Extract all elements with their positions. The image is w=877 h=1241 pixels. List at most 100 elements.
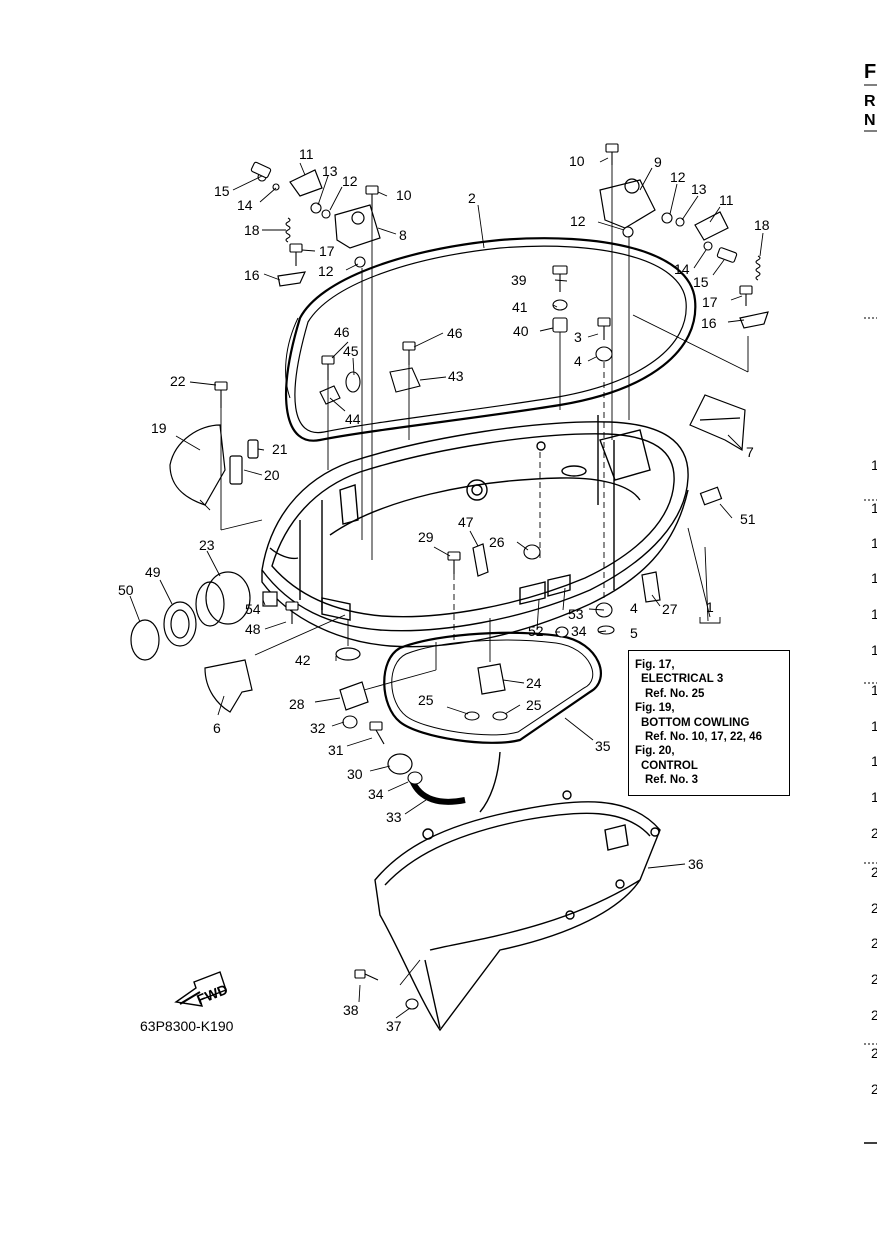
margin-mark: 1 [871,606,877,622]
page-header-fragment: F R N [864,61,877,1144]
ref-line: Ref. No. 3 [645,774,699,787]
part-label-18a: 18 [244,222,260,238]
part-label-13b: 13 [691,181,707,197]
apron-cover [374,751,661,1032]
part-label-4a: 4 [574,353,582,369]
part-label-16b: 16 [701,315,717,331]
part-label-9: 9 [654,154,662,170]
part-label-20: 20 [264,467,280,483]
part-label-18b: 18 [754,217,770,233]
reference-box: Fig. 17, ELECTRICAL 3 Ref. No. 25 Fig. 1… [628,650,790,796]
part-label-17a: 17 [319,243,335,259]
part-label-28: 28 [289,696,305,712]
part-label-24: 24 [526,675,542,691]
margin-mark: 1 [871,570,877,586]
part-label-46b: 46 [447,325,463,341]
margin-mark: 1 [871,753,877,769]
diagram-code: 63P8300-K190 [140,1018,234,1034]
part-label-13a: 13 [322,163,338,179]
part-label-35: 35 [595,738,611,754]
margin-mark: 2 [871,935,877,951]
part-label-4b: 4 [630,600,638,616]
ref-line: Ref. No. 25 [645,687,705,700]
leader-lines [129,157,764,1019]
part-label-48: 48 [245,621,261,637]
part-label-41: 41 [512,299,528,315]
small-parts [130,169,769,805]
part-label-19: 19 [151,420,167,436]
part-label-53: 53 [568,606,584,622]
part-label-47: 47 [458,514,474,530]
part-label-21: 21 [272,441,288,457]
part-label-37: 37 [386,1018,402,1034]
margin-mark: 2 [871,1045,877,1061]
part-label-45: 45 [343,343,359,359]
part-label-8: 8 [399,227,407,243]
part-label-15b: 15 [693,274,709,290]
part-label-7: 7 [746,444,754,460]
margin-mark: 1 [871,535,877,551]
part-label-29: 29 [418,529,434,545]
margin-mark: 2 [871,1081,877,1097]
margin-mark: 2 [871,1007,877,1023]
part-label-42: 42 [295,652,311,668]
part-label-12c: 12 [670,169,686,185]
margin-mark: 1 [871,718,877,734]
part-label-31: 31 [328,742,344,758]
part-label-46a: 46 [334,324,350,340]
margin-mark: 1 [871,500,877,516]
part-label-52: 52 [528,623,544,639]
part-label-11b: 11 [719,192,734,208]
header-letter-n: N [864,112,876,129]
margin-mark: 2 [871,971,877,987]
part-label-12d: 12 [570,213,586,229]
part-label-43: 43 [448,368,464,384]
part-label-1: 1 [706,599,714,615]
part-label-27: 27 [662,601,678,617]
part-label-3: 3 [574,329,582,345]
part-label-44: 44 [345,411,361,427]
margin-mark: 1 [871,789,877,805]
part-label-15a: 15 [214,183,230,199]
part-label-25a: 25 [418,692,434,708]
part-label-12a: 12 [342,173,358,189]
part-label-50: 50 [118,582,134,598]
part-label-10a: 10 [569,153,585,169]
bottom-seal [383,631,602,744]
part-label-40: 40 [513,323,529,339]
ref-line: Fig. 20, [635,745,675,758]
part-label-32: 32 [310,720,326,736]
part-label-25b: 25 [526,697,542,713]
part-label-23: 23 [199,537,215,553]
margin-mark: 2 [871,900,877,916]
part-label-26: 26 [489,534,505,550]
part-label-39: 39 [511,272,527,288]
fwd-arrow-icon: FWD [174,971,230,1008]
ref-line: CONTROL [641,759,698,772]
part-label-2: 2 [468,190,476,206]
part-label-17b: 17 [702,294,718,310]
part-label-14b: 14 [674,261,690,277]
part-label-14a: 14 [237,197,253,213]
part-labels: 1 2 3 4 4 5 6 7 8 9 10 10 11 11 12 12 12… [118,146,770,1034]
part-label-51: 51 [740,511,756,527]
part-label-30: 30 [347,766,363,782]
part-label-5: 5 [630,625,638,641]
springs [285,217,761,281]
margin-mark: 1 [871,682,877,698]
top-cowling-seal [285,237,697,442]
ref-line: Ref. No. 10, 17, 22, 46 [645,731,762,744]
ref-line: Fig. 19, [635,702,675,715]
part-label-10b: 10 [396,187,412,203]
part-label-49: 49 [145,564,161,580]
right-margin-marks: 1 1 1 1 1 1 1 1 1 1 2 2 2 2 2 2 2 2 [871,457,877,1097]
ref-line: Fig. 17, [635,659,675,671]
bottom-cowling-body [261,415,689,648]
part-label-34b: 34 [368,786,384,802]
part-label-38: 38 [343,1002,359,1018]
part-label-34a: 34 [571,623,587,639]
part-label-12b: 12 [318,263,334,279]
ref-line: BOTTOM COWLING [641,716,750,729]
part-label-11a: 11 [299,146,314,162]
